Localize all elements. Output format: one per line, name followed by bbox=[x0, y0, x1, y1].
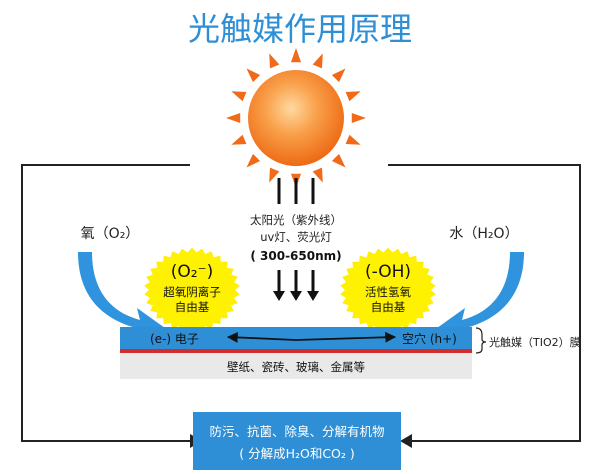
superoxide-name: 超氧阴离子 bbox=[163, 285, 221, 299]
sun-ray bbox=[231, 134, 247, 145]
sun-ray bbox=[269, 53, 280, 69]
hole-label: 空穴 (h+) bbox=[402, 331, 457, 346]
result-effects: 防污、抗菌、除臭、分解有机物 bbox=[209, 424, 384, 439]
hydroxyl-radical: 自由基 bbox=[371, 300, 406, 314]
hydroxyl-name: 活性氢氧 bbox=[365, 285, 411, 299]
water-arrow bbox=[437, 252, 524, 338]
wavelength-label: ( 300-650nm) bbox=[250, 249, 341, 263]
light-lines bbox=[277, 178, 315, 204]
result-box-bg bbox=[193, 412, 401, 470]
sun-ray bbox=[231, 91, 247, 102]
electron-label: (e-) 电子 bbox=[150, 332, 199, 346]
sun-rays bbox=[226, 48, 366, 188]
result-box: 防污、抗菌、除臭、分解有机物 ( 分解成H₂O和CO₂ ) bbox=[193, 412, 401, 470]
hydroxyl-formula: (-OH) bbox=[365, 262, 411, 282]
sun-ray bbox=[351, 112, 366, 124]
superoxide-radical: 自由基 bbox=[175, 300, 210, 314]
sun-core bbox=[248, 70, 344, 166]
oxygen-label: 氧（O₂） bbox=[81, 226, 140, 242]
sun-ray bbox=[269, 167, 280, 183]
sun-icon bbox=[226, 48, 366, 188]
sun-ray bbox=[226, 112, 241, 124]
film-bracket bbox=[475, 327, 487, 354]
sun-ray bbox=[331, 68, 346, 83]
sun-ray bbox=[331, 153, 346, 168]
substrate-label: 壁纸、瓷砖、玻璃、金属等 bbox=[227, 360, 365, 374]
light-down-arrows bbox=[277, 270, 315, 292]
superoxide-formula: (O₂⁻) bbox=[171, 262, 213, 282]
loop-arrowhead-right bbox=[400, 434, 412, 448]
light-arrowheads bbox=[273, 291, 319, 301]
sun-ray bbox=[246, 68, 261, 83]
sun-ray bbox=[345, 91, 361, 102]
light-lamp-label: uv灯、荧光灯 bbox=[260, 230, 332, 244]
water-label: 水（H₂O） bbox=[449, 226, 518, 242]
sun-ray bbox=[345, 134, 361, 145]
bubble-starburst-left bbox=[144, 247, 240, 333]
sun-ray bbox=[312, 167, 323, 183]
sun-ray bbox=[246, 153, 261, 168]
sun-ray bbox=[290, 48, 302, 63]
photocatalyst-layer: (e-) 电子 空穴 (h+) 壁纸、瓷砖、玻璃、金属等 bbox=[120, 327, 472, 379]
tio2-film bbox=[120, 327, 472, 350]
light-source-label: 太阳光（紫外线） bbox=[250, 213, 342, 227]
superoxide-bubble: (O₂⁻) 超氧阴离子 自由基 bbox=[144, 247, 240, 333]
bubble-starburst-right bbox=[340, 247, 436, 333]
interface-line bbox=[120, 349, 472, 353]
sun-ray bbox=[312, 53, 323, 69]
oxygen-arrow bbox=[78, 252, 165, 338]
substrate-layer bbox=[120, 353, 472, 379]
film-label: 光触媒（TIO2）膜 bbox=[489, 335, 581, 349]
result-decomposition: ( 分解成H₂O和CO₂ ) bbox=[239, 446, 355, 461]
charge-arrows bbox=[226, 331, 397, 343]
page-title: 光触媒作用原理 bbox=[188, 10, 412, 48]
cycle-loop bbox=[21, 164, 581, 442]
hydroxyl-bubble: (-OH) 活性氢氧 自由基 bbox=[340, 247, 436, 333]
